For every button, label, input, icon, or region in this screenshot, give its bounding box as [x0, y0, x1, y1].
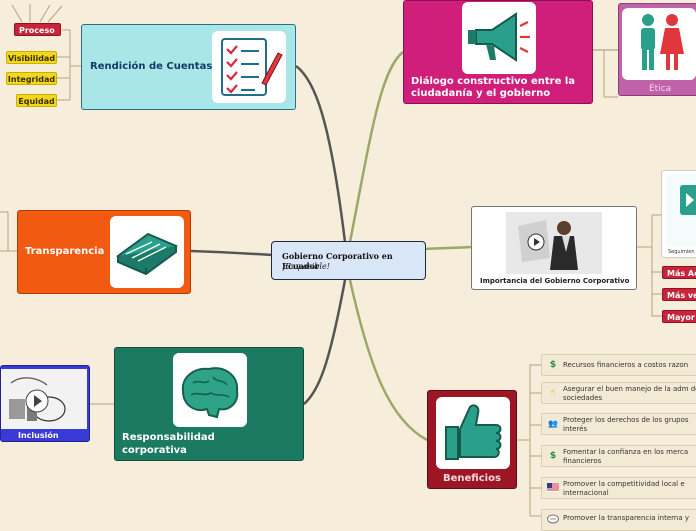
- flag-icon: [547, 482, 559, 494]
- inclusion-video-thumbnail: [1, 369, 87, 429]
- benefit-text: Recursos financieros a costos razon: [563, 361, 689, 369]
- benefit-item[interactable]: ☝ Asegurar el buen manejo de la adm de l…: [541, 382, 696, 404]
- responsabilidad-title: Responsabilidad corporativa: [122, 432, 215, 456]
- benefit-text: Asegurar el buen manejo de la adm de las…: [563, 385, 696, 402]
- tag-mayor-rentabilidad[interactable]: Mayor re: [662, 310, 696, 323]
- benefit-text: Fomentar la confianza en los merca finan…: [563, 448, 689, 465]
- thumbs-up-icon: [436, 397, 510, 469]
- benefit-item[interactable]: 👥 Proteger los derechos de los grupos in…: [541, 413, 696, 435]
- money-bag-icon: $: [549, 451, 557, 461]
- chat-icon: [547, 514, 559, 526]
- responsabilidad-node[interactable]: Responsabilidad corporativa: [114, 347, 304, 461]
- rendicion-node[interactable]: Rendición de Cuentas: [81, 24, 296, 110]
- transparencia-node[interactable]: Transparencia: [17, 210, 191, 294]
- book-icon: [110, 216, 184, 288]
- importancia-node[interactable]: Importancia del Gobierno Corporativo: [471, 206, 637, 290]
- central-subtitle: ¡Es posible!: [282, 262, 330, 271]
- etica-title: Ética: [649, 84, 672, 94]
- benefit-item[interactable]: Promover la competitividad local e inter…: [541, 477, 696, 499]
- checklist-icon: [212, 31, 286, 103]
- benefit-item[interactable]: $ Recursos financieros a costos razon: [541, 354, 696, 376]
- benefit-text: Promover la competitividad local e inter…: [563, 480, 685, 497]
- beneficios-title: Beneficios: [443, 473, 501, 484]
- inclusion-node[interactable]: Inclusión: [0, 365, 90, 442]
- dialogo-title: Diálogo constructivo entre la ciudadanía…: [411, 76, 576, 99]
- transparencia-title: Transparencia: [25, 246, 105, 257]
- benefit-item[interactable]: $ Fomentar la confianza en los merca fin…: [541, 445, 696, 467]
- brain-icon: [173, 353, 247, 427]
- etica-node[interactable]: Ética: [618, 3, 696, 96]
- dialogo-node[interactable]: Diálogo constructivo entre la ciudadanía…: [403, 0, 593, 104]
- people-icon: [622, 8, 696, 80]
- central-topic[interactable]: Gobierno Corporativo en Ecuador ¡Es posi…: [271, 241, 426, 280]
- importancia-title: Importancia del Gobierno Corporativo: [480, 277, 630, 285]
- seguimiento-label: Seguimien: [668, 249, 695, 255]
- seguimiento-icon: [666, 175, 696, 247]
- tag-mas-acceso[interactable]: Más Acce: [662, 266, 696, 279]
- tag-proceso[interactable]: Proceso: [14, 23, 61, 36]
- benefit-item[interactable]: Promover la transparencia interna y: [541, 509, 696, 531]
- benefit-text: Proteger los derechos de los grupos inte…: [563, 416, 689, 433]
- importancia-video-thumbnail: [506, 212, 602, 274]
- seguimiento-node[interactable]: Seguimien: [661, 170, 696, 258]
- beneficios-node[interactable]: Beneficios: [427, 390, 517, 489]
- tag-mas-ventas[interactable]: Más ven: [662, 288, 696, 301]
- rendicion-title: Rendición de Cuentas: [90, 61, 213, 72]
- central-title: Gobierno Corporativo en Ecuador: [282, 251, 393, 271]
- money-bag-icon: $: [549, 360, 557, 370]
- tag-equidad[interactable]: Equidad: [16, 94, 57, 107]
- tag-visibilidad[interactable]: Visibilidad: [6, 51, 57, 64]
- inclusion-title: Inclusión: [18, 431, 59, 440]
- connector-lines: [0, 4, 662, 517]
- people-icon: 👥: [548, 419, 558, 428]
- tag-integridad[interactable]: Integridad: [6, 72, 57, 85]
- megaphone-icon: [462, 2, 536, 74]
- benefit-text: Promover la transparencia interna y: [563, 514, 690, 522]
- hand-pointer-icon: ☝: [550, 388, 556, 398]
